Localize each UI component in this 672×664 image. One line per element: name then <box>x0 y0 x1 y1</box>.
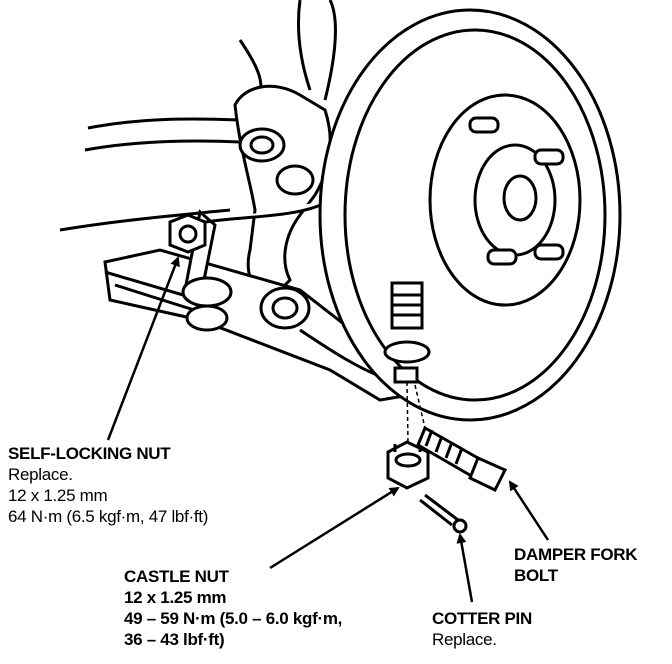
cotter-pin-title: COTTER PIN <box>432 609 532 628</box>
brake-disc <box>318 8 622 422</box>
castle-nut-line-1: 12 x 1.25 mm <box>124 588 227 607</box>
self-locking-nut-graphic <box>168 213 207 254</box>
castle-nut-title: CASTLE NUT <box>124 567 229 586</box>
leader-castle-nut <box>269 486 400 570</box>
callout-cotter-pin: COTTER PIN Replace. <box>432 608 532 650</box>
damper-fork-bolt-title-2: BOLT <box>514 566 558 585</box>
callout-castle-nut: CASTLE NUT 12 x 1.25 mm 49 – 59 N·m (5.0… <box>124 566 342 650</box>
cotter-pin-graphic <box>419 493 468 534</box>
castle-nut-line-3: 36 – 43 lbf·ft) <box>124 630 225 649</box>
leader-self-locking-nut <box>106 256 180 441</box>
self-locking-nut-line-2: 12 x 1.25 mm <box>8 486 108 505</box>
stabilizer-link <box>181 198 331 332</box>
callout-self-locking-nut: SELF-LOCKING NUT Replace. 12 x 1.25 mm 6… <box>8 443 208 527</box>
cotter-pin-line-1: Replace. <box>432 630 497 649</box>
damper-fork-bolt-graphic <box>416 425 508 492</box>
knuckle <box>233 84 332 302</box>
self-locking-nut-line-1: Replace. <box>8 465 73 484</box>
leader-lines <box>106 256 550 603</box>
castle-nut-graphic <box>386 440 430 490</box>
self-locking-nut-title: SELF-LOCKING NUT <box>8 444 171 463</box>
self-locking-nut-line-3: 64 N·m (6.5 kgf·m, 47 lbf·ft) <box>8 507 209 526</box>
leader-cotter-pin <box>456 533 474 603</box>
body-frame <box>59 0 337 232</box>
ball-joint <box>383 281 431 384</box>
damper-fork-bolt-title-1: DAMPER FORK <box>514 545 638 564</box>
callout-damper-fork-bolt: DAMPER FORK BOLT <box>514 544 638 586</box>
leader-damper-fork-bolt <box>508 480 550 541</box>
arm-bushing <box>259 286 311 330</box>
assembly-lines <box>406 381 426 443</box>
castle-nut-line-2: 49 – 59 N·m (5.0 – 6.0 kgf·m, <box>124 609 343 628</box>
